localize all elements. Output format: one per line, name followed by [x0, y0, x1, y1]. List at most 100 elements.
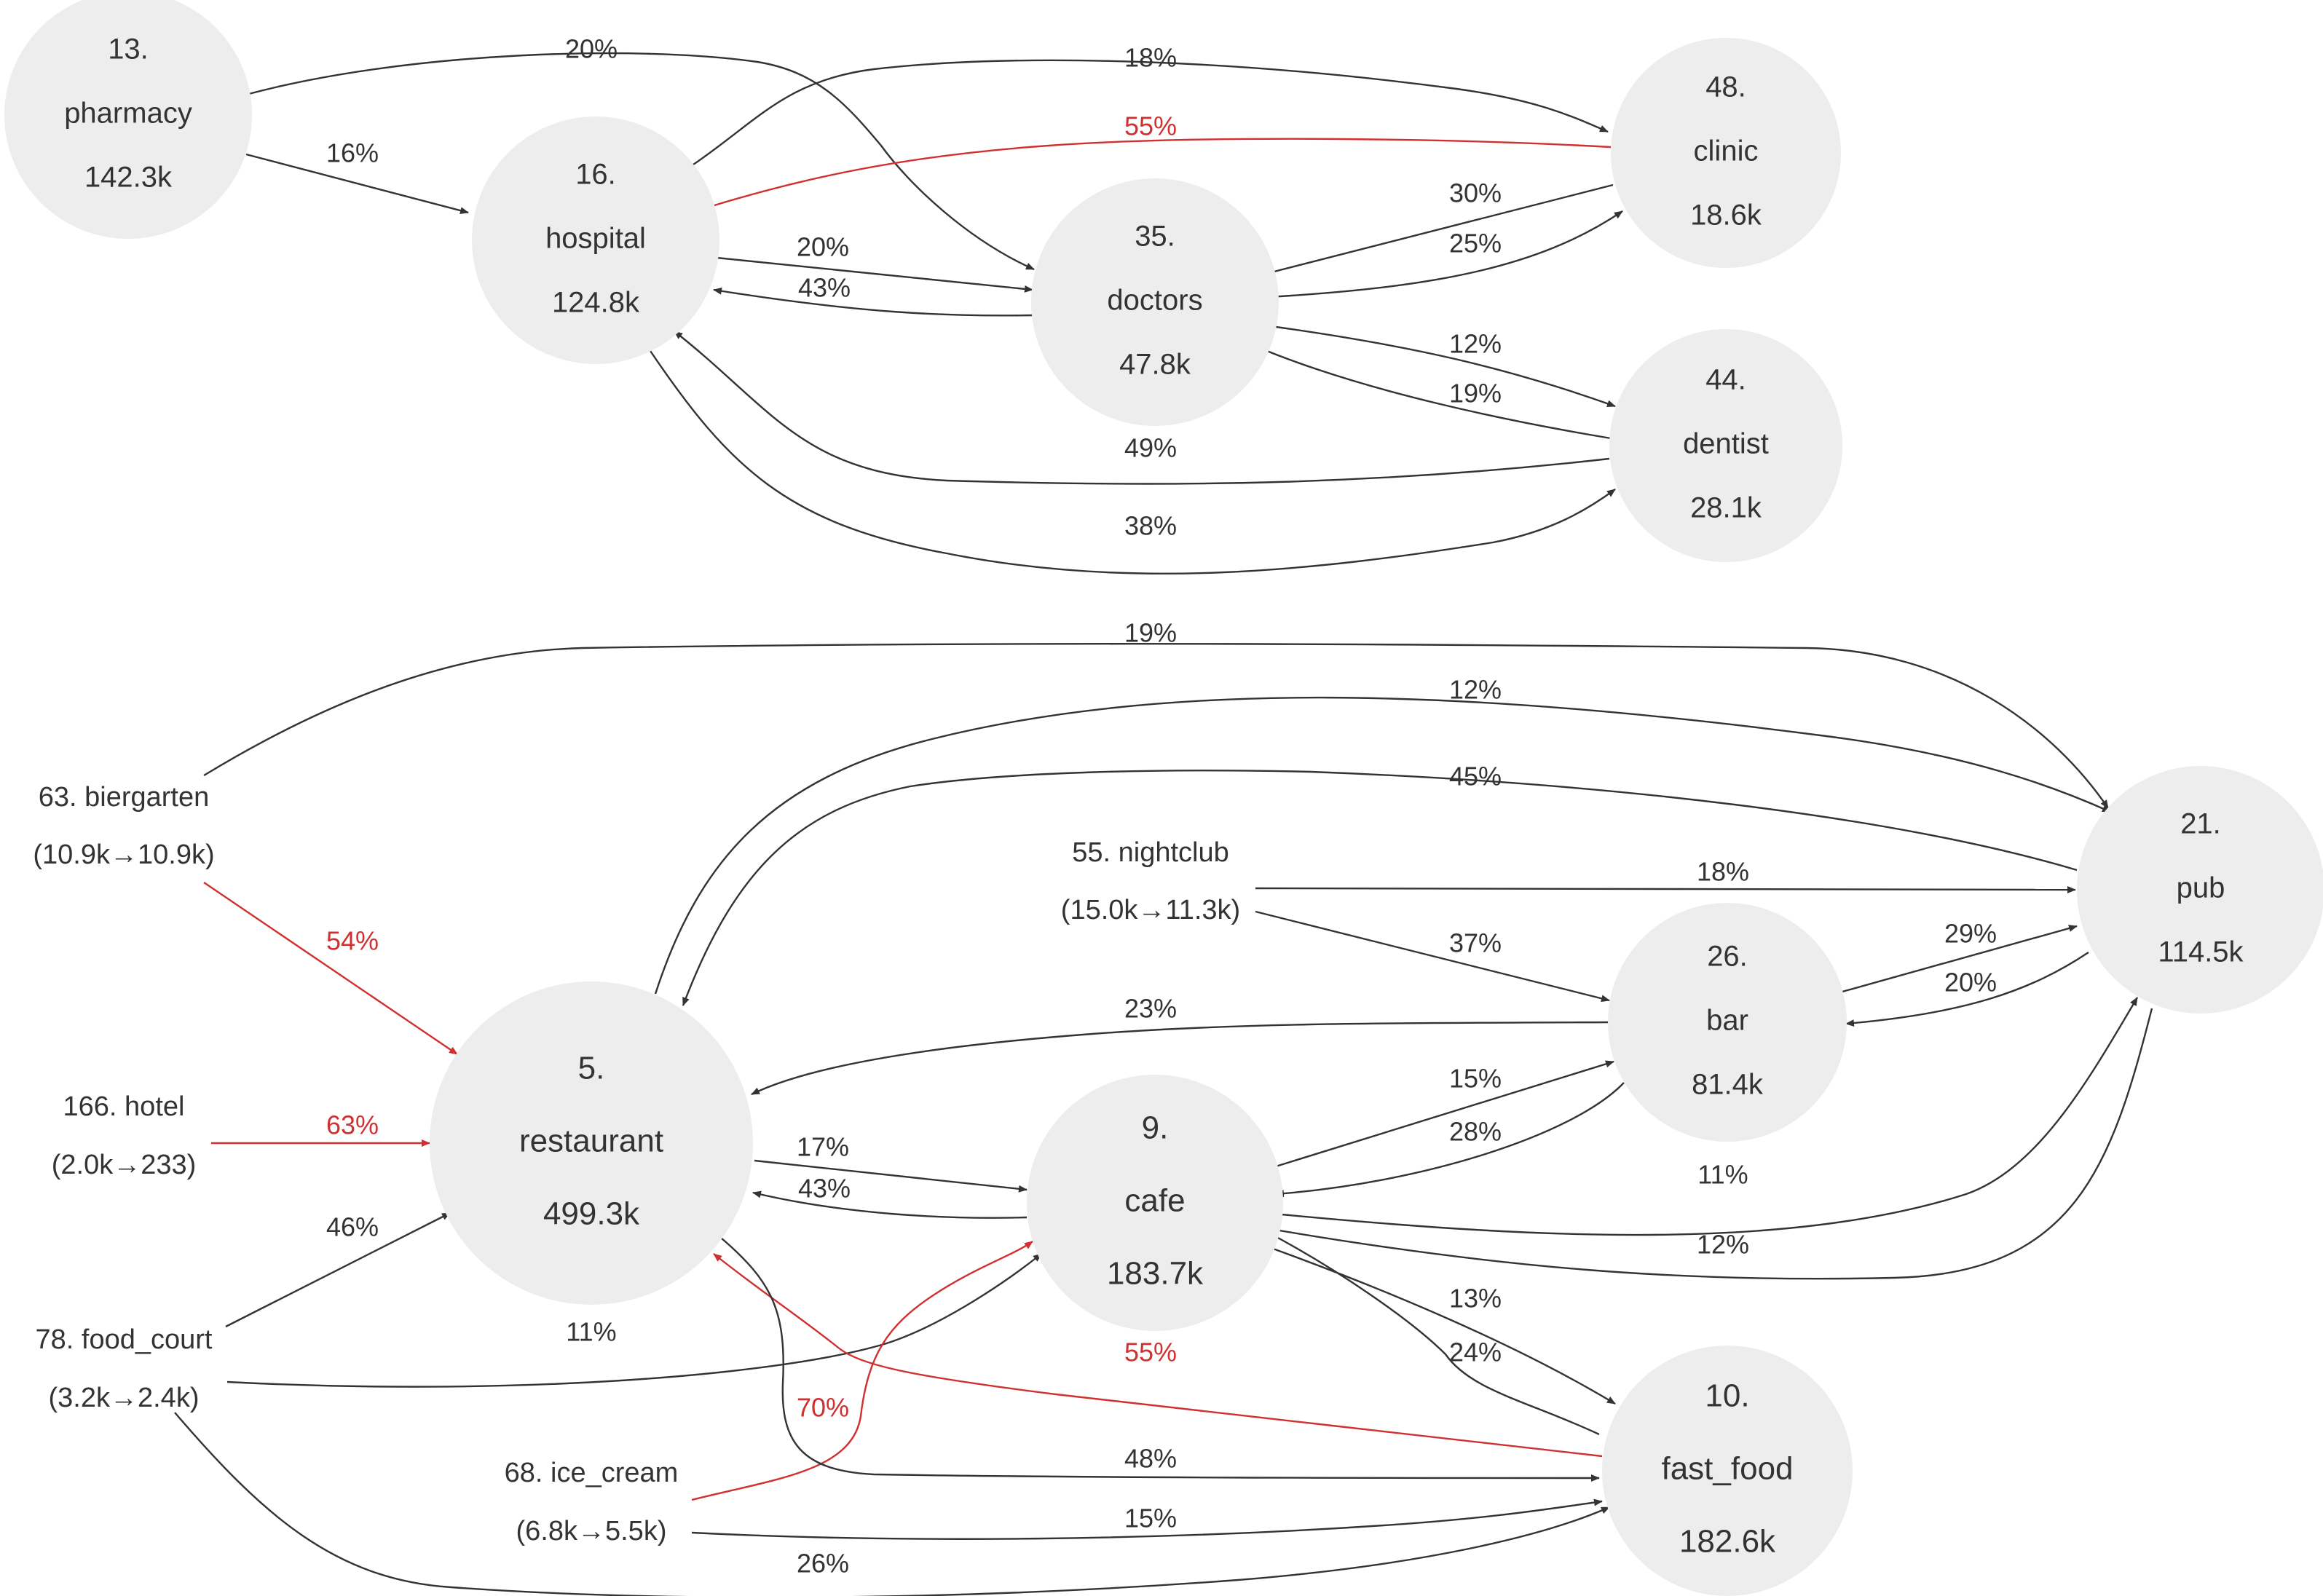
source-hotel: 166. hotel (2.0k→233) [52, 1091, 197, 1180]
node-rank-cafe: 9. [1142, 1110, 1169, 1146]
edge-cafe-fast_food [1266, 1245, 1616, 1405]
edge-label-restaurant-pub: 12% [1449, 675, 1502, 705]
edge-label-cafe-bar: 15% [1449, 1064, 1502, 1094]
edge-label-ice_cream-fast_food: 15% [1124, 1504, 1177, 1533]
node-rank-pharmacy: 13. [108, 33, 149, 66]
edge-pub-restaurant [682, 770, 2078, 1006]
edge-restaurant-cafe [754, 1159, 1028, 1193]
edge-pub-cafe [1270, 1008, 2153, 1280]
node-cafe: 9. cafe 183.7k [1027, 1075, 1283, 1331]
node-name-cafe: cafe [1124, 1183, 1185, 1219]
source-food_court: 78. food_court (3.2k→2.4k) [36, 1324, 213, 1413]
edge-doctors-dentist [1270, 325, 1616, 408]
node-value-cafe: 183.7k [1107, 1256, 1204, 1292]
node-circle-hospital [472, 116, 719, 364]
source-biergarten: 63. biergarten(10.9k→10.9k) [33, 782, 214, 870]
edge-label-bar-restaurant: 23% [1124, 994, 1177, 1024]
node-value-hospital: 124.8k [552, 287, 640, 319]
node-rank-restaurant: 5. [578, 1051, 605, 1086]
edge-label-hospital-clinic: 18% [1124, 43, 1177, 73]
edge-cafe-pub [1281, 997, 2139, 1236]
node-value-doctors: 47.8k [1119, 349, 1191, 381]
node-value-restaurant: 499.3k [543, 1196, 640, 1232]
node-circle-pharmacy [4, 0, 252, 239]
node-circle-bar [1608, 903, 1847, 1142]
edge-pharmacy-hospital [245, 153, 469, 215]
node-circle-doctors [1031, 178, 1279, 426]
node-name-pub: pub [2177, 872, 2225, 904]
edge-label-doctors-hospital: 43% [798, 273, 851, 303]
edge-label-clinic-hospital: 55% [1124, 111, 1177, 141]
edge-hospital-doctors [716, 256, 1033, 293]
edge-label-bar-pub: 29% [1944, 919, 1997, 949]
edge-bar-restaurant [751, 1021, 1609, 1096]
node-value-fast_food: 182.6k [1679, 1524, 1776, 1560]
source-line2-ice_cream: (6.8k→5.5k) [516, 1516, 667, 1546]
node-value-bar: 81.4k [1692, 1069, 1764, 1101]
edge-label-pub-cafe: 12% [1697, 1230, 1749, 1260]
node-circle-dentist [1609, 329, 1842, 562]
edge-label-food_court-cafe: 11% [566, 1317, 616, 1347]
edge-label-cafe-restaurant: 43% [798, 1174, 851, 1204]
edge-label-hotel-restaurant: 63% [326, 1110, 379, 1140]
edge-clinic-hospital [704, 138, 1612, 210]
edge-nightclub-pub [1255, 885, 2076, 893]
node-rank-bar: 26. [1707, 941, 1748, 973]
edge-ice_cream-fast_food [691, 1498, 1603, 1540]
edge-label-dentist-doctors: 19% [1449, 379, 1502, 408]
edge-label-restaurant-fast_food: 48% [1124, 1444, 1177, 1474]
node-name-pharmacy: pharmacy [64, 98, 192, 130]
edges: 20%16%18%55%20%43%30%25%12%19%49%38%19%1… [174, 34, 2153, 1596]
edge-label-pub-bar: 20% [1944, 968, 1997, 998]
edge-label-fast_food-cafe: 24% [1449, 1338, 1502, 1367]
edge-restaurant-pub [654, 696, 2111, 995]
edge-label-hospital-doctors: 20% [797, 232, 849, 262]
edge-doctors-hospital [713, 287, 1033, 317]
edge-dentist-doctors [1259, 347, 1612, 440]
node-name-clinic: clinic [1694, 135, 1759, 167]
source-line2-food_court: (3.2k→2.4k) [49, 1383, 200, 1413]
edge-pharmacy-doctors [245, 52, 1035, 271]
edge-bar-cafe [1275, 1082, 1625, 1198]
source-line2-hotel: (2.0k→233) [52, 1150, 197, 1180]
edge-restaurant-fast_food [720, 1237, 1600, 1482]
edge-cafe-restaurant [752, 1190, 1028, 1219]
edge-food_court-fast_food [174, 1412, 1610, 1596]
node-rank-doctors: 35. [1135, 221, 1175, 253]
edge-label-clinic-doctors: 30% [1449, 178, 1502, 208]
node-circle-pub [2077, 766, 2323, 1014]
source-nightclub: 55. nightclub(15.0k→11.3k) [1061, 837, 1240, 925]
node-circle-clinic [1611, 38, 1841, 268]
edge-label-dentist-hospital: 49% [1124, 433, 1177, 463]
edge-label-bar-cafe: 28% [1449, 1117, 1502, 1147]
edge-food_court-cafe [226, 1253, 1042, 1388]
edge-pub-bar [1845, 952, 2089, 1027]
node-rank-clinic: 48. [1705, 71, 1746, 103]
source-line2-biergarten: (10.9k→10.9k) [33, 840, 214, 870]
node-rank-fast_food: 10. [1705, 1378, 1749, 1414]
source-ice_cream: 68. ice_cream(6.8k→5.5k) [505, 1458, 679, 1546]
edge-dentist-hospital [674, 331, 1610, 485]
source-line1-hotel: 166. hotel [63, 1091, 185, 1122]
edge-biergarten-pub [203, 643, 2109, 809]
source-labels: 63. biergarten(10.9k→10.9k) 55. nightclub… [33, 782, 1240, 1546]
node-name-hospital: hospital [545, 223, 646, 255]
node-name-bar: bar [1706, 1005, 1748, 1037]
source-line1-food_court: 78. food_court [36, 1324, 213, 1355]
edge-label-nightclub-bar: 37% [1449, 928, 1502, 958]
node-name-fast_food: fast_food [1661, 1451, 1793, 1487]
edge-label-pub-restaurant: 45% [1449, 762, 1502, 791]
node-value-dentist: 28.1k [1690, 492, 1762, 524]
edge-cafe-bar [1275, 1060, 1614, 1168]
node-fast_food: 10. fast_food 182.6k [1602, 1346, 1853, 1596]
edge-label-food_court-fast_food: 26% [797, 1549, 849, 1579]
node-circle-restaurant [430, 981, 753, 1305]
edge-hospital-dentist [650, 350, 1616, 575]
edge-label-hospital-dentist: 38% [1124, 511, 1177, 541]
edge-label-biergarten-restaurant: 54% [326, 926, 379, 956]
